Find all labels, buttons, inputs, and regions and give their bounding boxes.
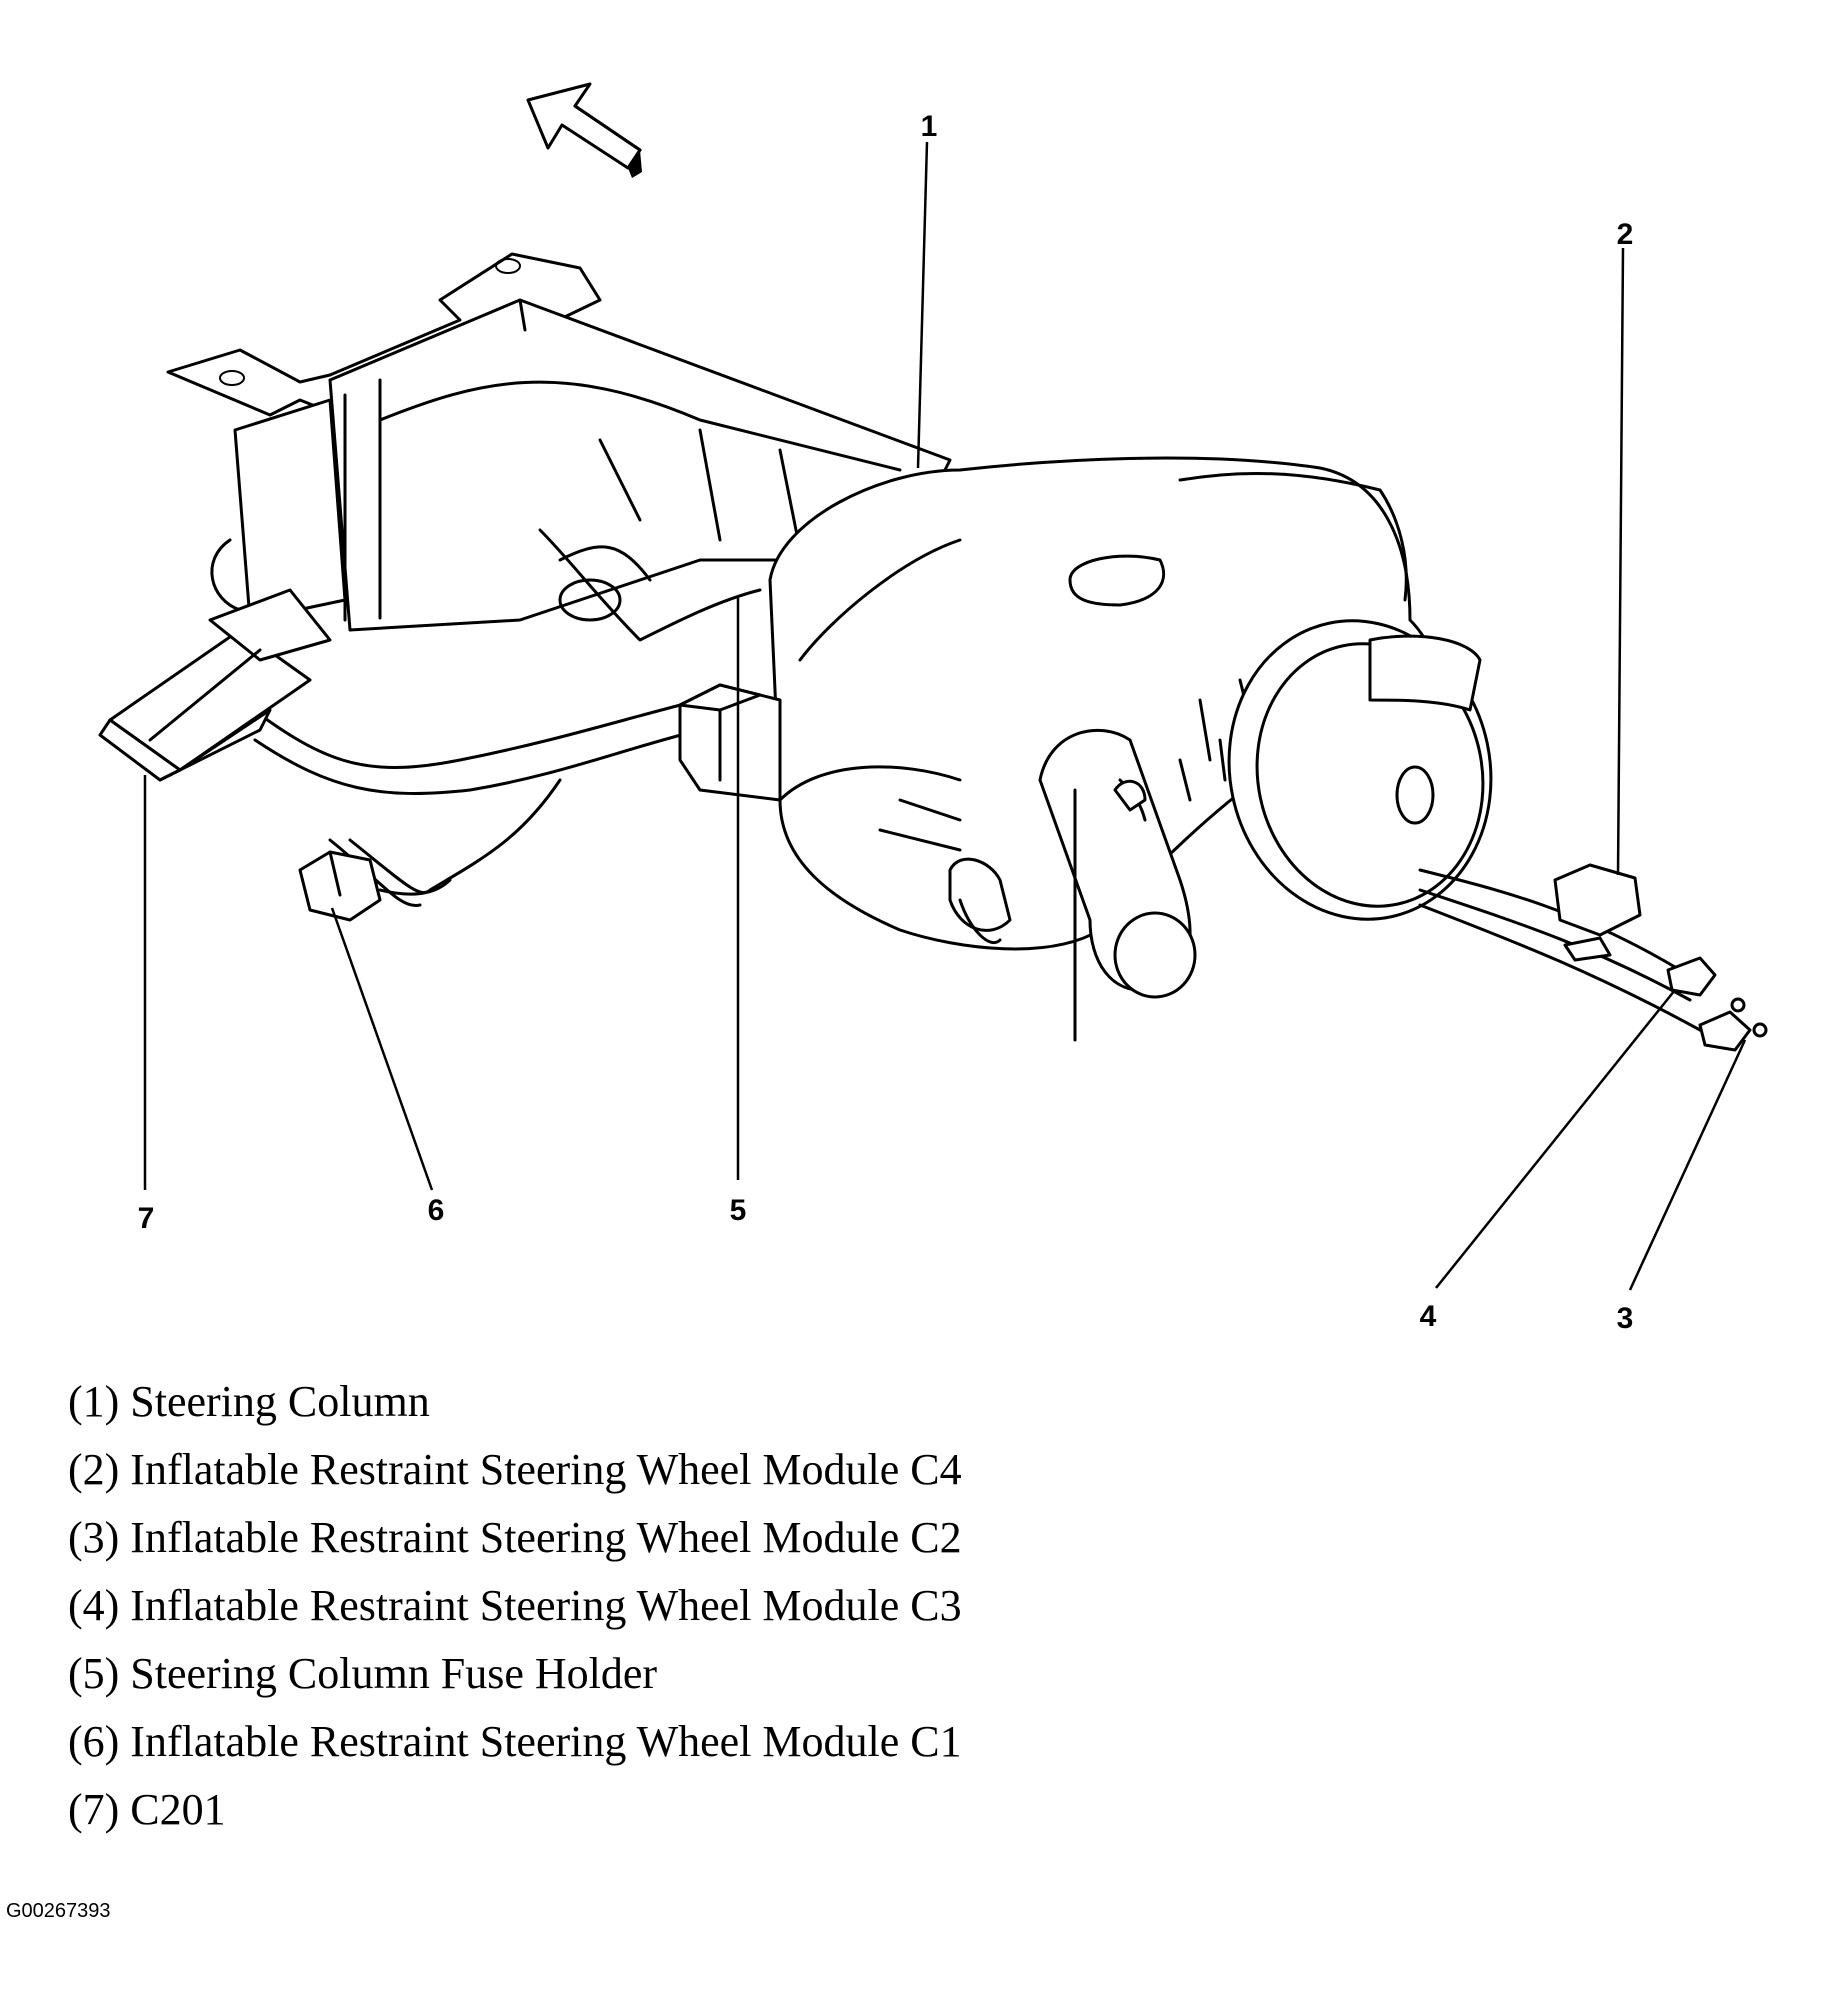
wiring-harness [238, 698, 702, 908]
leader-line-4 [1435, 989, 1676, 1289]
leader-line-1 [916, 141, 929, 469]
callout-number-2: 2 [1617, 218, 1634, 251]
connector-c4 [1553, 863, 1642, 937]
legend-item: (2) Inflatable Restraint Steering Wheel … [68, 1445, 962, 1494]
turn-signal-stalk [1038, 728, 1197, 1042]
figure-id: G00267393 [6, 1900, 111, 1922]
fuse-holder [678, 683, 782, 802]
leader-line-3 [1628, 1039, 1747, 1291]
legend-item: (6) Inflatable Restraint Steering Wheel … [68, 1717, 962, 1766]
connector-c2 [1698, 1010, 1752, 1052]
legend-item: (4) Inflatable Restraint Steering Wheel … [68, 1581, 962, 1630]
leader-line-6 [330, 907, 434, 1191]
steering-wheel-hub [1227, 619, 1493, 921]
column-shroud [768, 456, 1440, 951]
callout-number-1: 1 [921, 110, 938, 143]
callout-number-4: 4 [1420, 1300, 1437, 1333]
connector-cluster-right [1418, 863, 1768, 1052]
legend-item: (7) C201 [68, 1785, 226, 1834]
callout-number-3: 3 [1617, 1302, 1634, 1335]
callout-number-5: 5 [730, 1194, 747, 1227]
callout-number-7: 7 [138, 1202, 155, 1235]
mounting-bracket [166, 252, 602, 622]
connector-c3 [1666, 956, 1717, 997]
connector-c201 [98, 588, 332, 782]
callout-number-6: 6 [428, 1194, 445, 1227]
direction-arrow-icon [526, 82, 642, 178]
leader-line-2 [1616, 247, 1625, 876]
lower-column [878, 798, 1012, 944]
legend-item: (5) Steering Column Fuse Holder [68, 1649, 658, 1698]
legend-item: (1) Steering Column [68, 1377, 430, 1426]
legend-item: (3) Inflatable Restraint Steering Wheel … [68, 1513, 962, 1562]
connector-c1 [298, 850, 452, 922]
component-legend: (1) Steering Column (2) Inflatable Restr… [68, 1368, 962, 1844]
